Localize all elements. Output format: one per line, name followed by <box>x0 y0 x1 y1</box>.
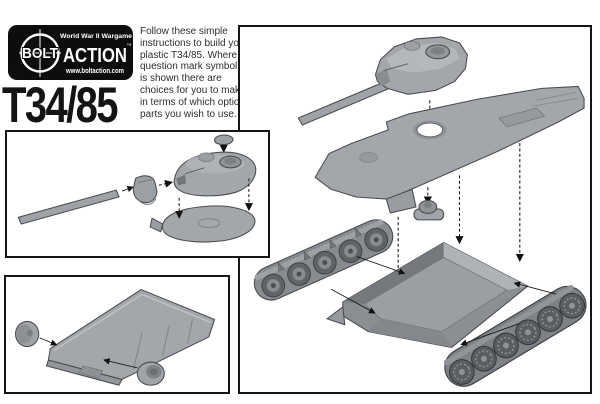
bolt-action-logo: BOLT World War II Wargame ACTION ™ www.b… <box>8 25 133 80</box>
turret-upper-part <box>173 151 257 197</box>
right-track-road-wheels <box>449 292 585 385</box>
turret-assembly-panel <box>5 130 270 258</box>
mantlet-to-turret-arrow <box>158 179 173 188</box>
left-wheel-arrow <box>39 337 58 346</box>
assembled-turret-part <box>297 36 468 126</box>
right-track-part <box>443 284 587 387</box>
logo-brand-action: ACTION <box>63 45 127 67</box>
logo-background <box>8 25 133 80</box>
logo-tagline: World War II Wargame <box>60 33 133 40</box>
turret-assembly-diagram <box>17 134 257 243</box>
lower-hull-tub-part <box>326 242 529 348</box>
intro-line: in terms of which optional <box>140 96 253 108</box>
idler-wheel-part-left <box>14 320 40 348</box>
intro-line: is shown there are <box>140 73 222 85</box>
hull-tub-bottom-part <box>45 289 216 386</box>
logo-trademark: ™ <box>127 43 132 49</box>
turret-ring-hole <box>416 122 444 138</box>
page-title: T34/85 <box>2 77 119 133</box>
intro-line: choices for you to make <box>140 84 246 96</box>
track-attachment-arrows <box>330 256 557 346</box>
logo-brand-bolt: BOLT <box>22 46 58 62</box>
intro-line: plastic T34/85. Where a <box>140 49 246 61</box>
hatch-dome-part <box>413 200 445 221</box>
intro-line: parts you wish to use. <box>140 108 237 120</box>
intro-text: Follow these simple instructions to buil… <box>140 26 253 120</box>
hull-bottom-diagram <box>14 289 216 386</box>
intro-line: question mark symbol (?) <box>140 61 253 73</box>
upper-hull-part <box>314 85 585 214</box>
gun-mantlet-part <box>132 175 158 205</box>
intro-line: Follow these simple <box>140 26 228 37</box>
main-assembly-diagram <box>253 36 587 387</box>
cupola-hatch-part <box>214 134 234 146</box>
intro-line: instructions to build your <box>140 37 248 49</box>
left-track-road-wheels <box>261 227 389 298</box>
gun-barrel <box>297 80 390 126</box>
right-wheel-arrow <box>103 358 138 369</box>
barrel-insert-arrow <box>121 185 134 193</box>
bolt-action-logo-graphic: BOLT World War II Wargame ACTION ™ www.b… <box>8 25 133 80</box>
main-assembly-panel <box>238 25 592 394</box>
left-track-part <box>253 219 394 301</box>
gun-barrel-part <box>17 189 120 225</box>
logo-website: www.boltaction.com <box>65 68 124 75</box>
turret-base-ring-part <box>149 205 256 243</box>
crosshair-icon <box>19 29 61 77</box>
drive-wheel-part-right <box>136 361 165 386</box>
hull-bottom-panel <box>4 275 230 394</box>
